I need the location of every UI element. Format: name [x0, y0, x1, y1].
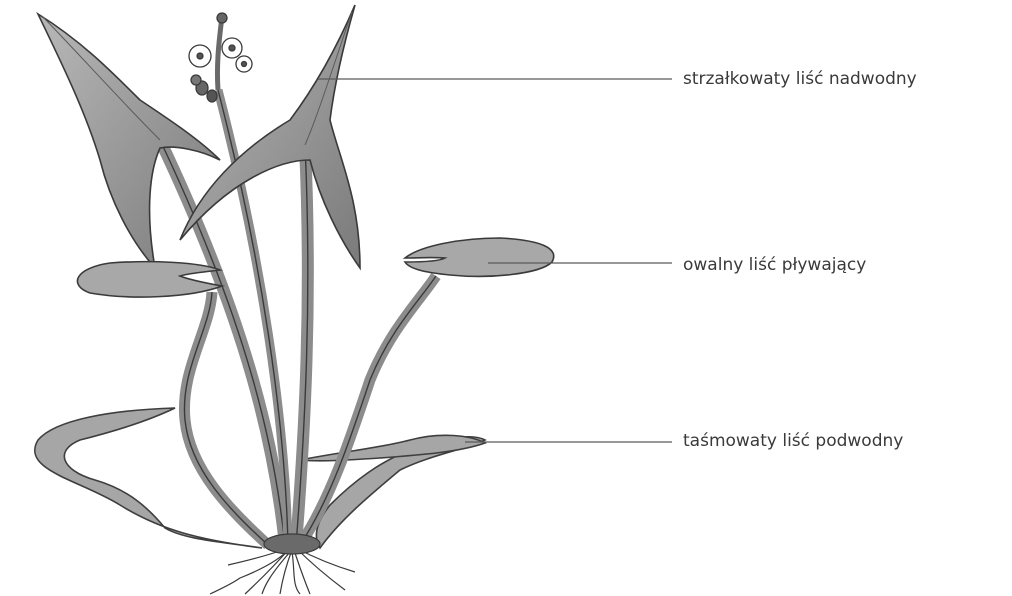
arrow-leaf-right: [180, 5, 360, 268]
floating-leaf-right: [405, 238, 554, 276]
flower-bud-3: [191, 75, 201, 85]
ribbon-leaf-left: [35, 408, 262, 548]
stem-right-arrow: [296, 145, 308, 545]
stem-left-floating: [184, 292, 268, 545]
flower-stalk: [217, 16, 222, 90]
label-floating-leaf: owalny liść pływający: [683, 255, 866, 275]
plant-base: [264, 534, 320, 554]
label-submerged-leaf: taśmowaty liść podwodny: [683, 431, 903, 451]
flower-stalk-tip: [217, 13, 227, 23]
flower-bud-2: [207, 90, 217, 102]
ribbon-leaf-middle: [300, 435, 485, 461]
label-emergent-leaf: strzałkowaty liść nadwodny: [683, 69, 917, 89]
stem-right-floating: [300, 276, 436, 545]
roots: [210, 548, 355, 594]
floating-leaf-left: [77, 262, 222, 297]
